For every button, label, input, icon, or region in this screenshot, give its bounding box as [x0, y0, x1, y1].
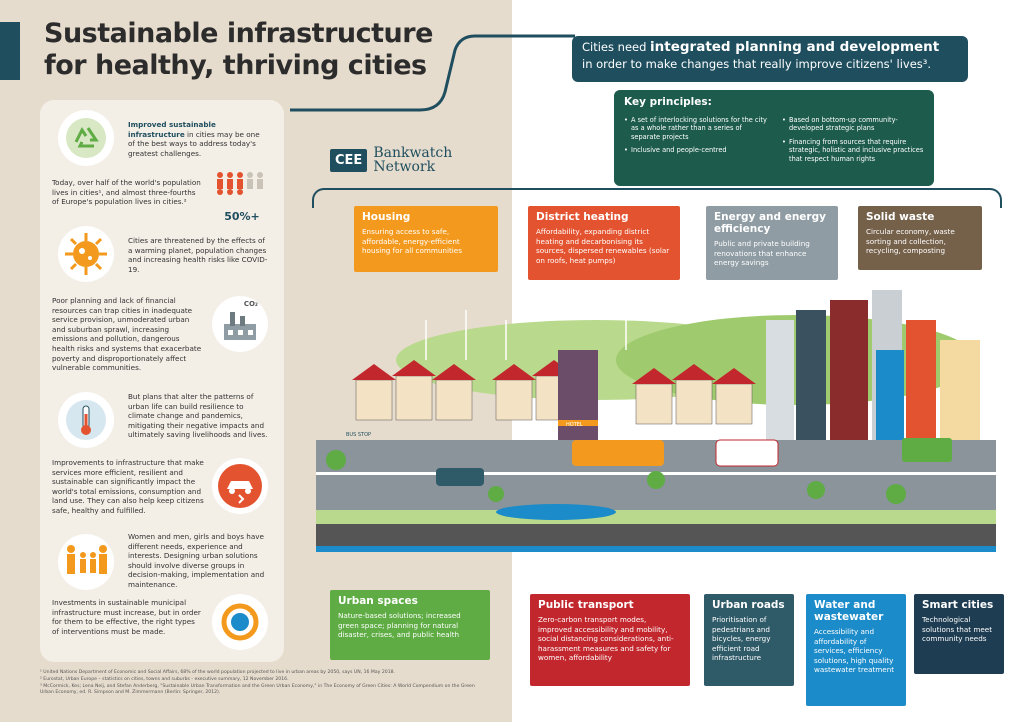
title-line-1: Sustainable infrastructure [44, 18, 433, 49]
headline-banner: Cities need integrated planning and deve… [572, 36, 968, 82]
water-wastewater-title: Water and wastewater [814, 599, 884, 623]
left-item-4: Poor planning and lack of financial reso… [52, 296, 202, 373]
investment-cycle-icon [212, 594, 268, 650]
public-transport-card: Public transport Zero-carbon transport m… [530, 594, 690, 686]
public-transport-title: Public transport [538, 599, 634, 611]
key-principle-item: A set of interlocking solutions for the … [624, 116, 772, 141]
smart-cities-text: Technological solutions that meet commun… [922, 615, 993, 644]
housing-title: Housing [362, 211, 411, 223]
water-wastewater-card: Water and wastewater Accessibility and a… [806, 594, 906, 706]
smart-cities-card: Smart cities Technological solutions tha… [914, 594, 1004, 674]
urban-spaces-card: Urban spaces Nature-based solutions; inc… [330, 590, 490, 660]
headline-line-2: in order to make changes that really imp… [582, 57, 932, 71]
electric-car-icon [212, 458, 268, 514]
solid-waste-text: Circular economy, waste sorting and coll… [866, 227, 955, 256]
left-item-1-bold: Improved sustainable infrastructure [128, 120, 216, 139]
district-heating-title: District heating [536, 211, 629, 223]
key-principles-left-list: A set of interlocking solutions for the … [624, 116, 772, 160]
bus-stop-sign: BUS STOP [346, 432, 371, 438]
principles-bracket [312, 188, 1002, 208]
title-accent-bar [0, 22, 20, 80]
energy-efficiency-card: Energy and energy efficiency Public and … [706, 206, 838, 280]
page-title: Sustainable infrastructure for healthy, … [44, 18, 444, 82]
energy-efficiency-title: Energy and energy efficiency [714, 211, 826, 235]
urban-spaces-title: Urban spaces [338, 595, 418, 607]
left-item-1-text: in cities may be one of the best ways to… [128, 129, 260, 158]
public-transport-text: Zero-carbon transport modes, improved ac… [538, 615, 674, 663]
left-item-7: Women and men, girls and boys have diffe… [128, 532, 265, 589]
housing-text: Ensuring access to safe, affordable, ene… [362, 227, 462, 256]
population-people-icon: 50%+ [214, 170, 270, 224]
headline-prefix: Cities need [582, 40, 651, 54]
footnote-2: ² Eurostat, Urban Europe – statistics on… [40, 676, 289, 682]
thermometer-icon [58, 392, 114, 448]
urban-spaces-text: Nature-based solutions; increased green … [338, 611, 461, 640]
footnote-3: ³ McCormick, Kes; Lena Neij, and Stefan … [40, 683, 475, 696]
district-heating-card: District heating Affordability, expandin… [528, 206, 680, 280]
virus-icon [58, 226, 114, 282]
energy-efficiency-text: Public and private building renovations … [714, 239, 810, 268]
factory-icon: CO₂ [212, 296, 268, 352]
hotel-sign: HOTEL [566, 422, 583, 428]
solid-waste-title: Solid waste [866, 211, 935, 223]
footnotes: ¹ United Nations Department of Economic … [40, 670, 480, 697]
smart-cities-title: Smart cities [922, 599, 994, 611]
left-item-1: Improved sustainable infrastructure in c… [128, 120, 268, 158]
key-principle-item: Financing from sources that require stra… [782, 138, 927, 163]
urban-roads-title: Urban roads [712, 599, 785, 611]
co2-label: CO₂ [243, 300, 258, 308]
housing-card: Housing Ensuring access to safe, afforda… [354, 206, 498, 272]
key-principle-item: Based on bottom-up community-developed s… [782, 116, 927, 133]
bankwatch-logo: CEE Bankwatch Network [330, 146, 452, 174]
recycle-icon [58, 110, 114, 166]
city-illustration: HOTEL BUS STOP [316, 290, 996, 552]
population-badge: 50%+ [224, 210, 260, 223]
solid-waste-card: Solid waste Circular economy, waste sort… [858, 206, 982, 270]
urban-roads-text: Prioritisation of pedestrians and bicycl… [712, 615, 771, 663]
brand-line-1: Bankwatch [373, 145, 453, 161]
left-item-6: Improvements to infrastructure that make… [52, 458, 204, 515]
key-principles-right-list: Based on bottom-up community-developed s… [782, 116, 927, 168]
district-heating-text: Affordability, expanding district heatin… [536, 227, 670, 265]
left-item-3: Cities are threatened by the effects of … [128, 236, 268, 274]
key-principles-title: Key principles: [624, 96, 712, 108]
family-icon [58, 534, 114, 590]
title-line-2: for healthy, thriving cities [44, 50, 427, 81]
left-item-2: Today, over half of the world's populati… [52, 178, 201, 207]
left-item-8: Investments in sustainable municipal inf… [52, 598, 201, 636]
water-wastewater-text: Accessibility and affordability of servi… [814, 627, 895, 675]
headline-bold: integrated planning and development [650, 39, 940, 55]
cee-logo-box: CEE [330, 148, 368, 172]
key-principles-box: Key principles: A set of interlocking so… [614, 90, 934, 186]
key-principle-item: Inclusive and people-centred [624, 146, 772, 155]
brand-line-2: Network [373, 159, 436, 175]
urban-roads-card: Urban roads Prioritisation of pedestrian… [704, 594, 794, 686]
brand-text: Bankwatch Network [373, 146, 452, 174]
left-item-5: But plans that alter the patterns of urb… [128, 392, 268, 440]
footnote-1: ¹ United Nations Department of Economic … [40, 670, 396, 675]
